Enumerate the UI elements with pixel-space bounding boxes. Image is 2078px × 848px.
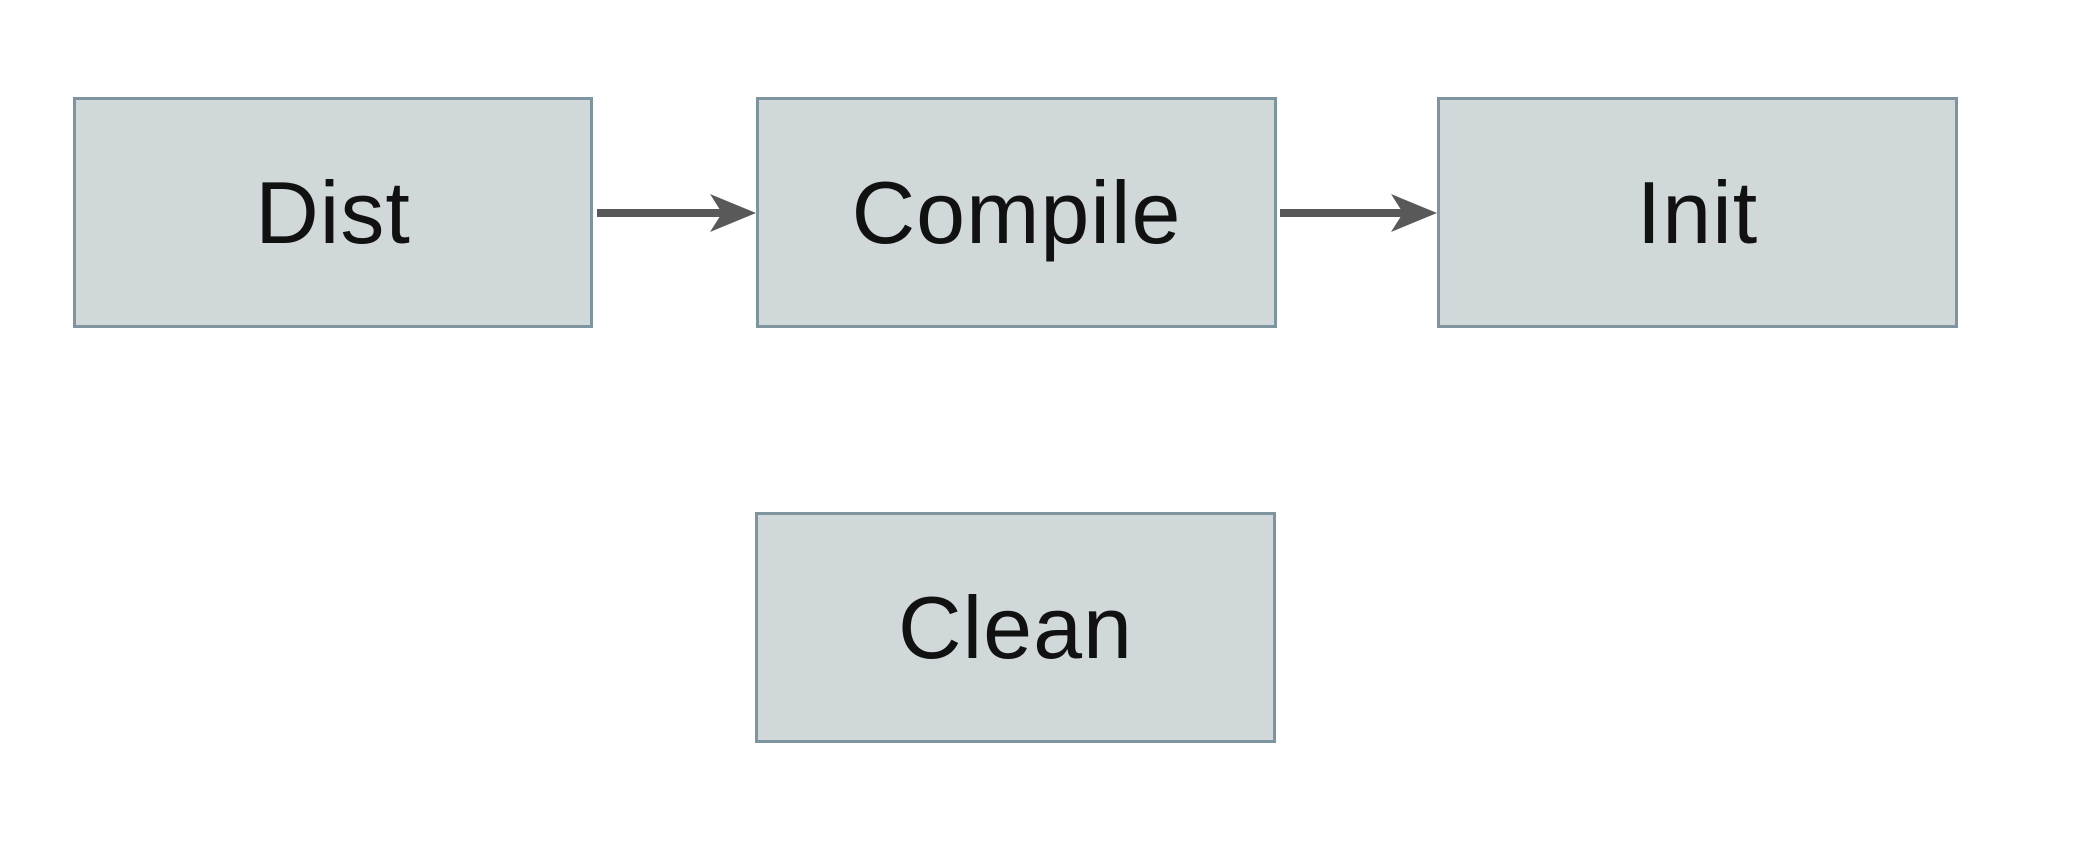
arrow-dist-to-compile	[597, 194, 756, 232]
node-dist-label: Dist	[255, 162, 411, 262]
node-init-label: Init	[1636, 162, 1759, 262]
node-compile-label: Compile	[851, 162, 1182, 262]
node-clean-label: Clean	[898, 577, 1133, 677]
node-clean: Clean	[755, 512, 1276, 743]
arrow-compile-to-init	[1280, 194, 1437, 232]
node-dist: Dist	[73, 97, 593, 328]
node-init: Init	[1437, 97, 1958, 328]
node-compile: Compile	[756, 97, 1277, 328]
